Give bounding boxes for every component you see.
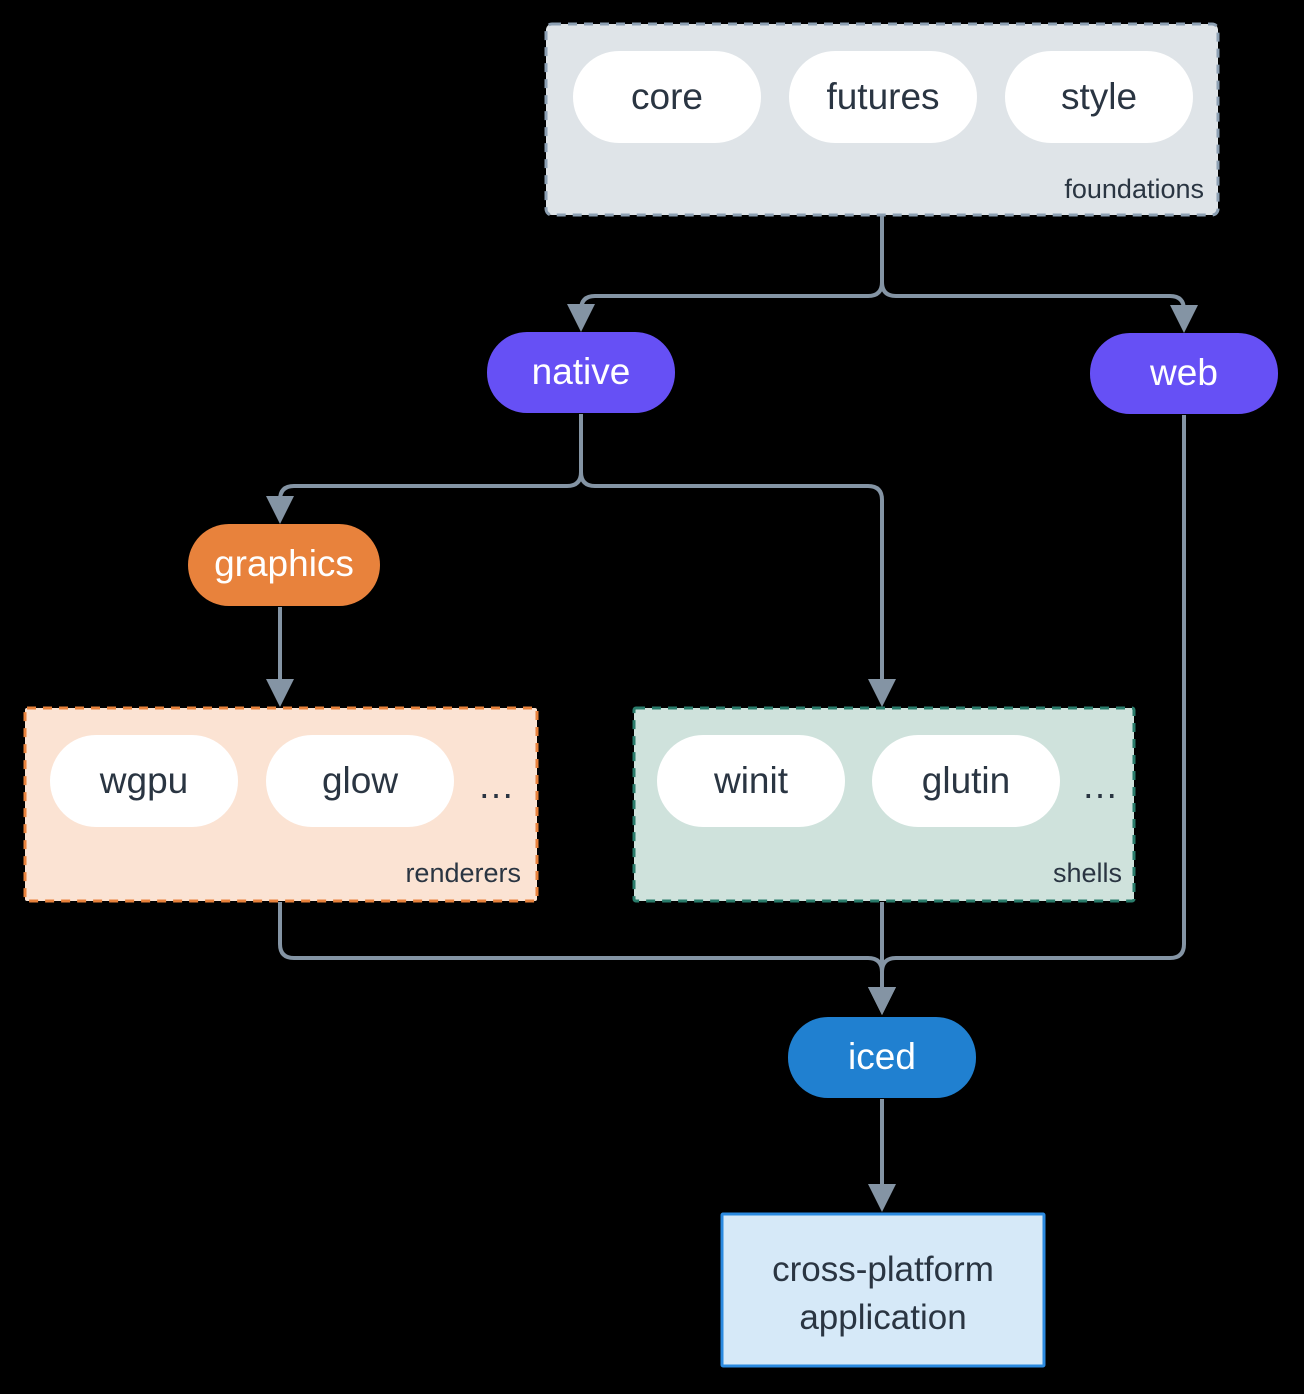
- edge-renderers-to-iced: [278, 902, 896, 1015]
- node-winit-shape[interactable]: [657, 735, 845, 827]
- cluster-foundations-caption: foundations: [1064, 174, 1204, 204]
- node-application-shape[interactable]: [720, 1212, 1046, 1368]
- node-application-label-line1: cross-platform: [772, 1250, 994, 1289]
- node-glutin-label: glutin: [922, 760, 1010, 801]
- edge-foundations-to-web: [880, 216, 1198, 333]
- cluster-foundations: foundations core futures style: [544, 22, 1220, 217]
- node-wgpu-shape[interactable]: [50, 735, 238, 827]
- node-style-shape[interactable]: [1005, 51, 1193, 143]
- node-wgpu[interactable]: wgpu: [50, 735, 238, 827]
- edge-foundations-to-native: [567, 216, 884, 332]
- node-glow[interactable]: glow: [266, 735, 454, 827]
- node-winit-label: winit: [713, 760, 789, 801]
- node-core[interactable]: core: [573, 51, 761, 143]
- node-web-label: web: [1149, 352, 1218, 393]
- edge-native-to-shells: [579, 414, 896, 707]
- node-glutin-shape[interactable]: [872, 735, 1060, 827]
- node-style-label: style: [1061, 76, 1137, 117]
- node-core-shape[interactable]: [573, 51, 761, 143]
- node-wgpu-label: wgpu: [99, 760, 188, 801]
- cluster-renderers-overflow-ellipsis: …: [478, 765, 515, 806]
- node-graphics[interactable]: graphics: [188, 524, 380, 606]
- node-web-shape[interactable]: [1090, 333, 1278, 414]
- node-winit[interactable]: winit: [657, 735, 845, 827]
- node-graphics-shape[interactable]: [188, 524, 380, 606]
- cluster-shells-caption: shells: [1053, 858, 1122, 888]
- node-glutin[interactable]: glutin: [872, 735, 1060, 827]
- node-iced[interactable]: iced: [788, 1017, 976, 1098]
- edge-native-to-graphics: [266, 414, 583, 524]
- node-native-shape[interactable]: [487, 332, 675, 413]
- node-iced-shape[interactable]: [788, 1017, 976, 1098]
- node-graphics-label: graphics: [214, 543, 354, 584]
- node-iced-label: iced: [848, 1036, 916, 1077]
- node-glow-shape[interactable]: [266, 735, 454, 827]
- node-core-label: core: [631, 76, 703, 117]
- node-futures-shape[interactable]: [789, 51, 977, 143]
- node-web[interactable]: web: [1090, 333, 1278, 414]
- node-native-label: native: [532, 351, 631, 392]
- node-application-label-line2: application: [799, 1298, 966, 1337]
- cluster-renderers-caption: renderers: [405, 858, 521, 888]
- cluster-shells-overflow-ellipsis: …: [1082, 765, 1119, 806]
- node-futures-label: futures: [826, 76, 939, 117]
- cluster-shells: shells winit glutin …: [632, 706, 1136, 903]
- node-application[interactable]: cross-platform application: [720, 1212, 1046, 1368]
- node-futures[interactable]: futures: [789, 51, 977, 143]
- cluster-renderers: renderers wgpu glow …: [23, 706, 539, 903]
- node-glow-label: glow: [322, 760, 398, 801]
- node-native[interactable]: native: [487, 332, 675, 413]
- node-style[interactable]: style: [1005, 51, 1193, 143]
